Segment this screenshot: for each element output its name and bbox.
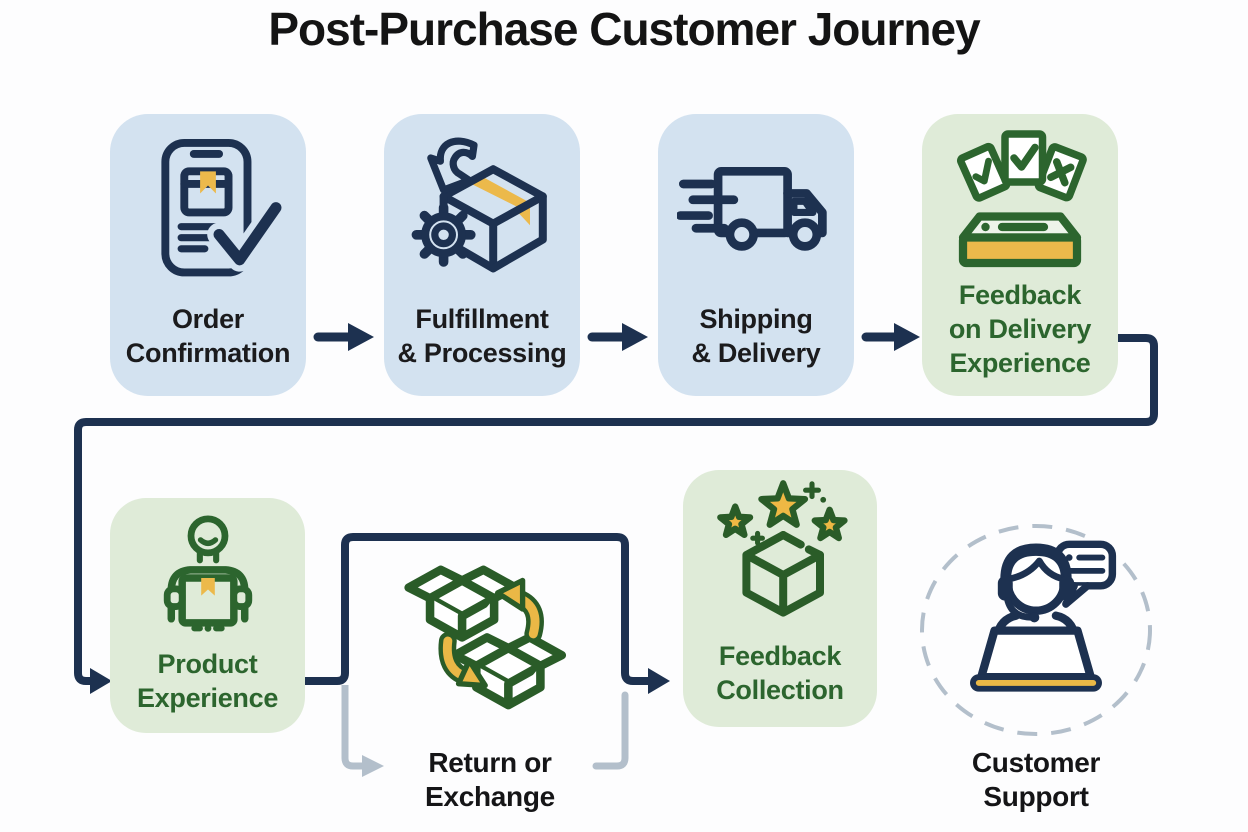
connector-feedback-to-product: [74, 334, 1158, 694]
stage-customer-support-label: Customer Support: [971, 747, 1101, 812]
stage-label: Product Experience: [136, 649, 279, 713]
stage-delivery-feedback: Feedback on Delivery Experience: [922, 114, 1118, 396]
stage-order-confirmation: Order Confirmation: [110, 114, 306, 396]
support-agent-headset-icon: [953, 536, 1119, 707]
stage-fulfillment-processing: Fulfillment & Processing: [384, 114, 580, 396]
stage-shipping-delivery: Shipping & Delivery: [658, 114, 854, 396]
arrow-shipping-to-feedback: [861, 323, 920, 351]
boxes-swap-arrows-icon: [398, 552, 576, 735]
stage-return-exchange-label: Return or Exchange: [425, 747, 555, 812]
person-holding-box-icon: [140, 508, 276, 647]
feedback-ballot-box-icon: [945, 122, 1095, 278]
connector-product-to-return: [341, 685, 384, 777]
stage-feedback-collection: Feedback Collection: [683, 470, 877, 727]
stage-label: Feedback Collection: [716, 641, 844, 705]
delivery-truck-icon: [677, 126, 835, 302]
arrow-order-to-fulfillment: [313, 323, 374, 351]
stage-label: Shipping & Delivery: [691, 304, 821, 368]
stage-product-experience: Product Experience: [110, 498, 305, 733]
box-gear-arrow-icon: [402, 126, 562, 302]
page-title: Post-Purchase Customer Journey: [268, 3, 980, 55]
phone-order-check-icon: [129, 126, 287, 302]
customer-support-dashed-circle: [920, 524, 1152, 736]
cube-with-stars-icon: [700, 478, 860, 639]
stage-label: Order Confirmation: [125, 304, 291, 368]
stage-label: Feedback on Delivery Experience: [948, 280, 1092, 378]
arrow-fulfillment-to-shipping: [587, 323, 648, 351]
stage-label: Fulfillment & Processing: [397, 304, 567, 368]
connector-return-to-collection: [592, 691, 629, 770]
connector-product-to-collection: [305, 533, 670, 694]
